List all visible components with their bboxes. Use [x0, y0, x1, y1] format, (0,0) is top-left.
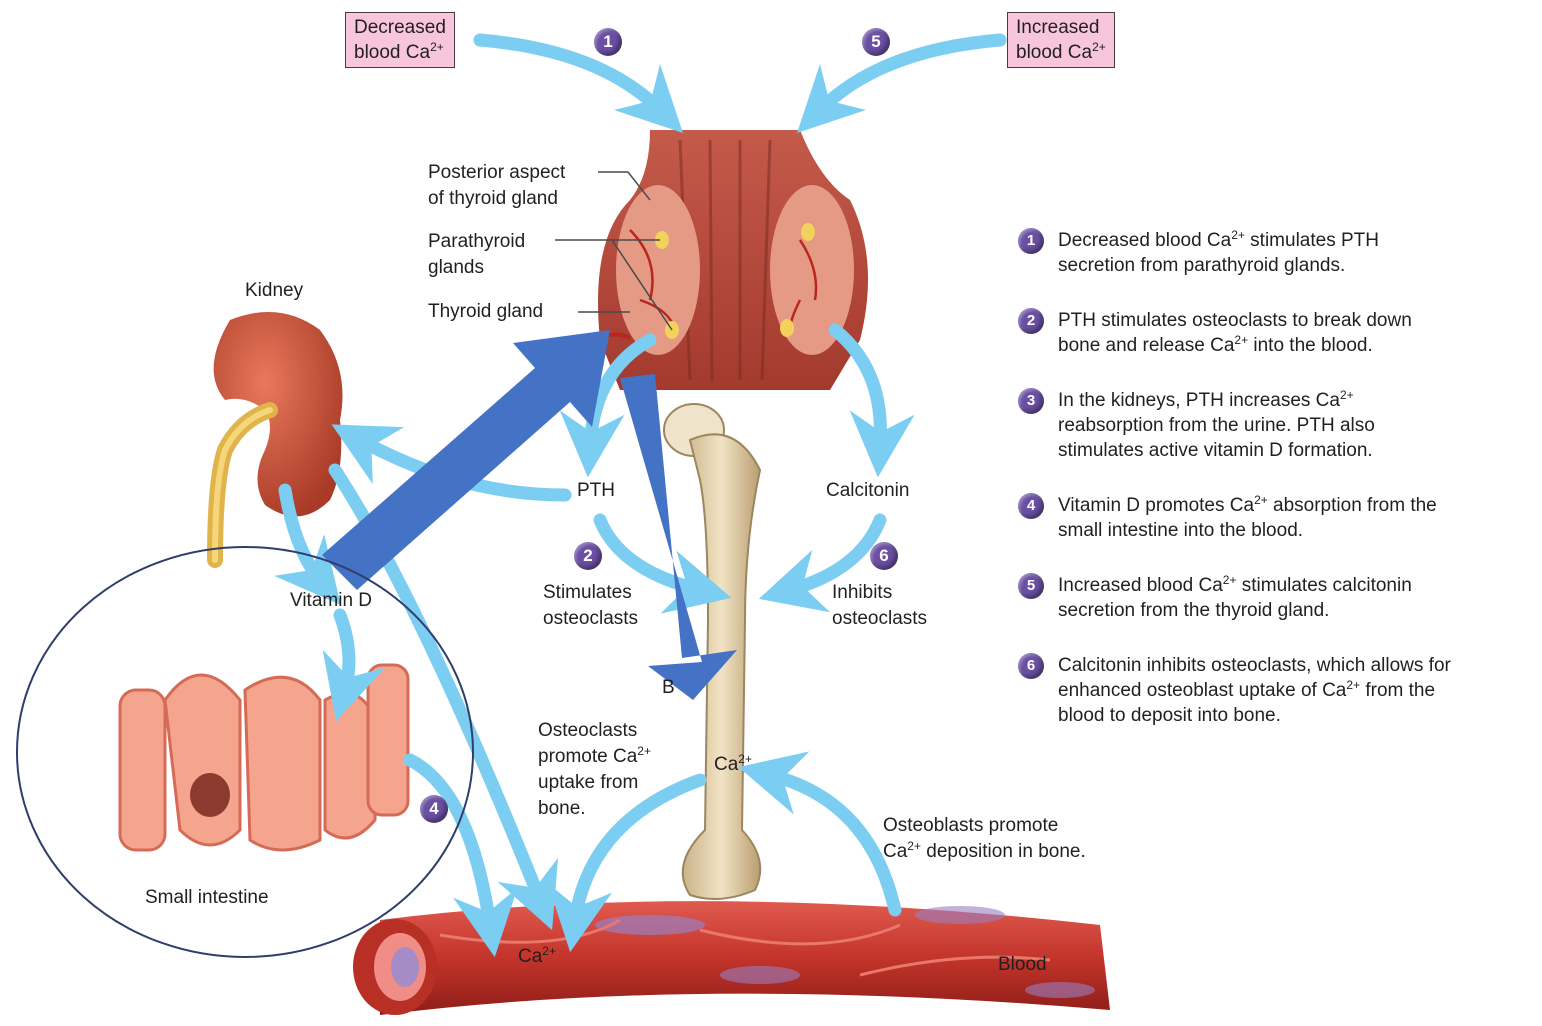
step-6-line2b: from the	[1360, 680, 1435, 701]
parathyroid-label-line2: glands	[428, 255, 525, 281]
step-4-sup: 2+	[1254, 493, 1268, 507]
increased-box-sup: 2+	[1092, 40, 1106, 54]
flow-arrow-decreased	[480, 40, 660, 110]
decreased-box-sup: 2+	[430, 40, 444, 54]
calcitonin-label: Calcitonin	[826, 478, 909, 504]
step-2-line2b: into the blood.	[1248, 335, 1373, 356]
kidney-illustration	[214, 312, 343, 560]
step-item-6: 6 Calcitonin inhibits osteoclasts, which…	[1018, 653, 1528, 728]
thyroid-gland-label: Thyroid gland	[428, 299, 543, 325]
steps-list: 1 Decreased blood Ca2+ stimulates PTH se…	[1018, 228, 1528, 758]
step-list-badge-6: 6	[1018, 653, 1044, 679]
step-2-line2a: bone and release Ca	[1058, 335, 1234, 356]
step-4-text-a: Vitamin D promotes Ca	[1058, 495, 1254, 516]
step-5-text-a: Increased blood Ca	[1058, 575, 1223, 596]
increased-blood-ca-box: Increased blood Ca2+	[1007, 12, 1115, 68]
step-badge-1: 1	[594, 28, 622, 56]
step-3-line3: stimulates active vitamin D formation.	[1058, 438, 1528, 463]
step-item-1: 1 Decreased blood Ca2+ stimulates PTH se…	[1018, 228, 1528, 278]
small-intestine-illustration	[120, 665, 408, 850]
flow-arrow-increased	[820, 40, 1000, 110]
step-3-text-a: In the kidneys, PTH increases Ca	[1058, 390, 1340, 411]
decreased-box-line1: Decreased	[354, 15, 446, 40]
increased-box-line2: blood Ca	[1016, 42, 1092, 63]
step-item-2: 2 PTH stimulates osteoclasts to break do…	[1018, 308, 1528, 358]
flow-arrow-osteoblasts	[770, 775, 895, 910]
osteoblasts-label-line1: Osteoblasts promote	[883, 813, 1086, 839]
osteoclasts-label-line2: promote Ca	[538, 746, 637, 767]
ca-blood-sup: 2+	[542, 944, 556, 958]
step-6-sup: 2+	[1346, 678, 1360, 692]
ca-blood-label: Ca2+	[518, 944, 556, 970]
osteoblasts-promote-label: Osteoblasts promote Ca2+ deposition in b…	[883, 813, 1086, 865]
step-1-sup: 2+	[1231, 228, 1245, 242]
vitamin-d-label: Vitamin D	[290, 588, 372, 614]
step-list-badge-3: 3	[1018, 388, 1044, 414]
osteoclasts-label-line1: Osteoclasts	[538, 718, 651, 744]
flow-arrow-vitd-intestine	[340, 615, 349, 690]
step-list-badge-2: 2	[1018, 308, 1044, 334]
step-badge-5: 5	[862, 28, 890, 56]
posterior-label-line2: of thyroid gland	[428, 186, 565, 212]
ca-bone-label: Ca2+	[714, 752, 752, 778]
stimulates-label-line2: osteoclasts	[543, 606, 638, 632]
posterior-thyroid-label: Posterior aspect of thyroid gland	[428, 160, 565, 212]
decreased-box-line2: blood Ca	[354, 42, 430, 63]
osteoblasts-label-ca: Ca	[883, 841, 907, 862]
step-2-sup: 2+	[1234, 333, 1248, 347]
blood-label: Blood	[998, 952, 1047, 978]
step-5-sup: 2+	[1223, 573, 1237, 587]
blood-vessel-illustration	[353, 901, 1110, 1015]
step-item-5: 5 Increased blood Ca2+ stimulates calcit…	[1018, 573, 1528, 623]
ca-bone-text: Ca	[714, 754, 738, 775]
osteoclasts-label-line3: uptake from	[538, 770, 651, 796]
step-1-line2: secretion from parathyroid glands.	[1058, 253, 1528, 278]
step-badge-6: 6	[870, 542, 898, 570]
inhibits-label-line1: Inhibits	[832, 580, 927, 606]
osteoblasts-label-rest: deposition in bone.	[921, 841, 1086, 862]
inhibits-label-line2: osteoclasts	[832, 606, 927, 632]
ca-bone-sup: 2+	[738, 752, 752, 766]
ca-blood-text: Ca	[518, 946, 542, 967]
step-list-badge-1: 1	[1018, 228, 1044, 254]
step-list-badge-4: 4	[1018, 493, 1044, 519]
posterior-label-line1: Posterior aspect	[428, 160, 565, 186]
small-intestine-label: Small intestine	[145, 885, 269, 911]
step-3-line2: reabsorption from the urine. PTH also	[1058, 413, 1528, 438]
step-5-line2: secretion from the thyroid gland.	[1058, 598, 1528, 623]
step-6-text-a: Calcitonin inhibits osteoclasts, which a…	[1058, 653, 1528, 678]
bone-partial-label: B	[662, 675, 675, 701]
osteoclasts-label-sup: 2+	[637, 744, 651, 758]
parathyroid-label-line1: Parathyroid	[428, 229, 525, 255]
step-4-line2: small intestine into the blood.	[1058, 518, 1528, 543]
step-4-text-b: absorption from the	[1268, 495, 1437, 516]
osteoclasts-label-line4: bone.	[538, 796, 651, 822]
step-item-3: 3 In the kidneys, PTH increases Ca2+ rea…	[1018, 388, 1528, 463]
overlay-arrow-up	[322, 330, 610, 590]
femur-bone-illustration	[664, 404, 760, 899]
step-list-badge-5: 5	[1018, 573, 1044, 599]
kidney-label: Kidney	[245, 278, 303, 304]
stimulates-osteoclasts-label: Stimulates osteoclasts	[543, 580, 638, 632]
inhibits-osteoclasts-label: Inhibits osteoclasts	[832, 580, 927, 632]
parathyroid-label: Parathyroid glands	[428, 229, 525, 281]
step-2-text-a: PTH stimulates osteoclasts to break down	[1058, 308, 1528, 333]
step-5-text-b: stimulates calcitonin	[1236, 575, 1411, 596]
step-1-text-a: Decreased blood Ca	[1058, 230, 1231, 251]
step-6-line2a: enhanced osteoblast uptake of Ca	[1058, 680, 1346, 701]
stimulates-label-line1: Stimulates	[543, 580, 638, 606]
step-6-line3: blood to deposit into bone.	[1058, 703, 1528, 728]
step-badge-4: 4	[420, 795, 448, 823]
osteoclasts-promote-label: Osteoclasts promote Ca2+ uptake from bon…	[538, 718, 651, 822]
pth-label: PTH	[577, 478, 615, 504]
step-item-4: 4 Vitamin D promotes Ca2+ absorption fro…	[1018, 493, 1528, 543]
step-3-sup: 2+	[1340, 388, 1354, 402]
step-1-text-b: stimulates PTH	[1245, 230, 1379, 251]
osteoblasts-label-sup: 2+	[907, 839, 921, 853]
decreased-blood-ca-box: Decreased blood Ca2+	[345, 12, 455, 68]
increased-box-line1: Increased	[1016, 15, 1106, 40]
step-badge-2: 2	[574, 542, 602, 570]
